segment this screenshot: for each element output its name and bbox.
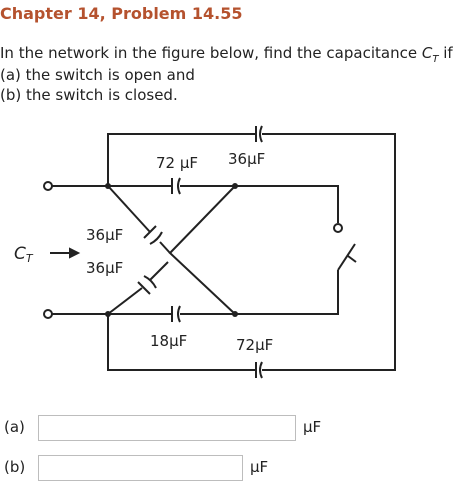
answer-a-input[interactable] bbox=[38, 415, 296, 441]
wire-switch bbox=[235, 185, 339, 223]
wire-diag-1 bbox=[168, 185, 236, 315]
circuit-diagram: 36μF 72 μF 36μF 36μF 18μF 72μF CT bbox=[14, 125, 396, 379]
ct-symbol: CT bbox=[421, 44, 439, 65]
answer-b-unit: μF bbox=[250, 458, 269, 476]
switch-symbol bbox=[337, 243, 357, 271]
cap-diag-upper bbox=[143, 225, 163, 245]
cap-top bbox=[255, 125, 263, 143]
answer-a-label: (a) bbox=[4, 418, 25, 436]
label-c-diag-lower: 36μF bbox=[86, 259, 123, 277]
label-c-diag-upper: 36μF bbox=[86, 226, 123, 244]
cap-upper bbox=[171, 177, 181, 195]
label-c-bottom: 72μF bbox=[236, 336, 273, 354]
question-line-3: (b) the switch is closed. bbox=[0, 86, 178, 104]
label-ct: CT bbox=[14, 244, 34, 265]
cap-bottom bbox=[255, 361, 263, 379]
label-c-top: 36μF bbox=[228, 150, 265, 168]
wire-switch-lower bbox=[235, 270, 339, 315]
answer-b-input[interactable] bbox=[38, 455, 243, 481]
ct-arrow bbox=[50, 247, 81, 259]
answer-b-label: (b) bbox=[4, 458, 26, 476]
answer-a-unit: μF bbox=[303, 418, 322, 436]
question-line-1: In the network in the figure below, find… bbox=[0, 44, 453, 65]
wire-top bbox=[107, 133, 396, 371]
junction-dots bbox=[105, 183, 238, 317]
label-c-lower: 18μF bbox=[150, 332, 187, 350]
question-text-end: if bbox=[443, 44, 453, 62]
question-text: In the network in the figure below, find… bbox=[0, 44, 418, 62]
label-c-upper: 72 μF bbox=[156, 154, 198, 172]
capacitor-symbols bbox=[137, 125, 263, 379]
terminals bbox=[43, 181, 343, 319]
problem-title: Chapter 14, Problem 14.55 bbox=[0, 4, 243, 23]
question-line-2: (a) the switch is open and bbox=[0, 66, 195, 84]
wire-diag-2 bbox=[107, 185, 171, 315]
cap-diag-lower bbox=[137, 275, 157, 295]
cap-lower bbox=[171, 305, 181, 323]
